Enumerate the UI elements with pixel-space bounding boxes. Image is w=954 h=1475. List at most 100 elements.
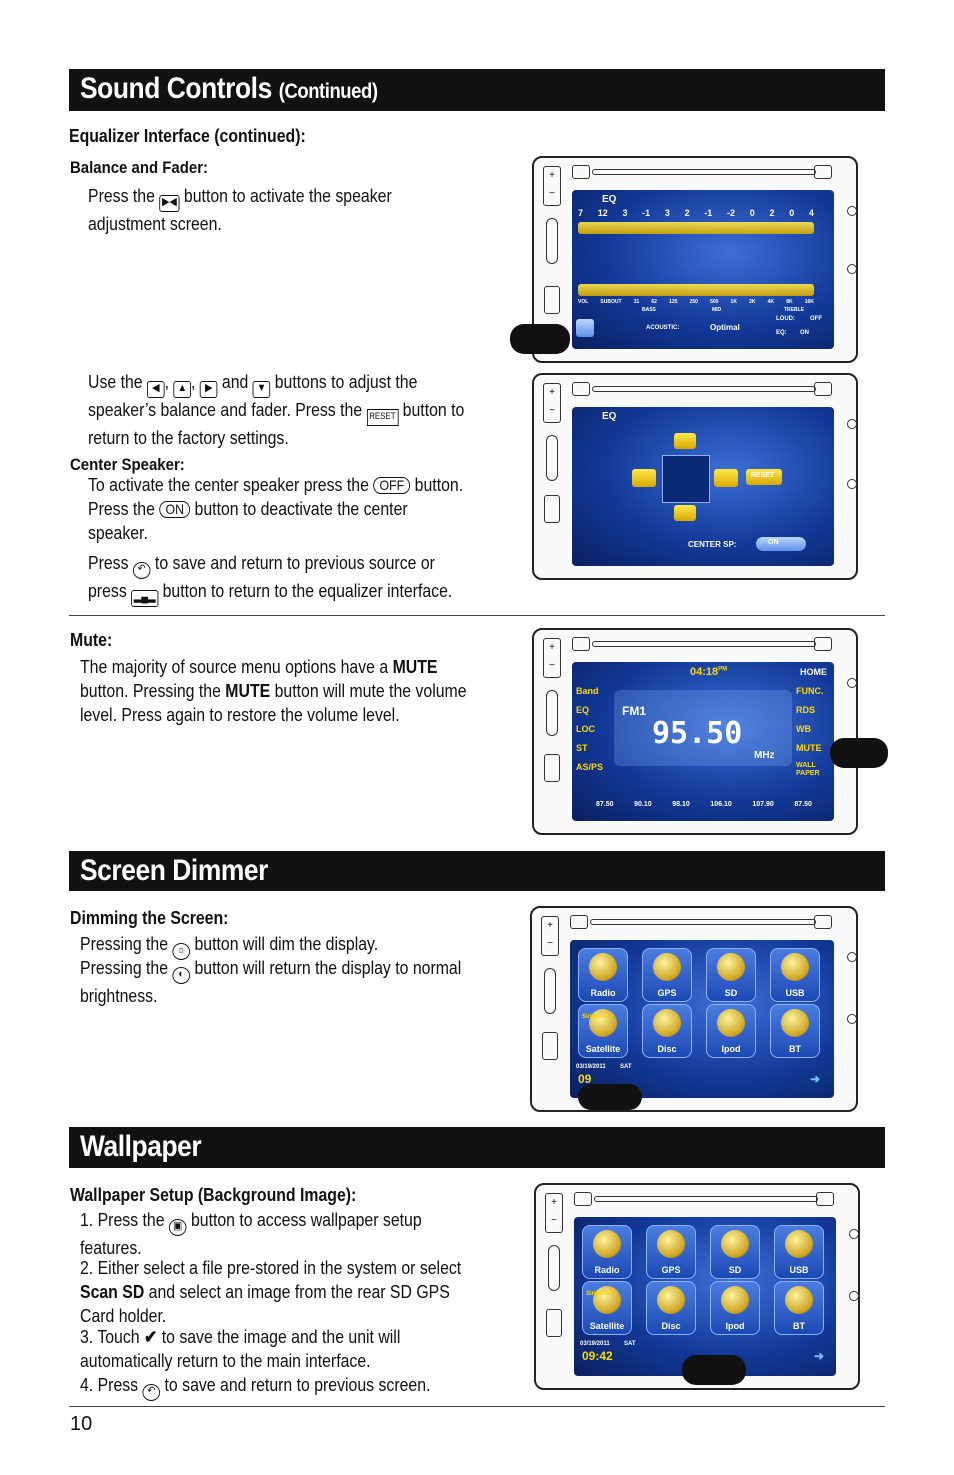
- fader-screen: EQ RESET CENTER SP: ON: [572, 407, 834, 566]
- balance-heading: Balance and Fader:: [70, 158, 209, 177]
- app-usb[interactable]: USB: [770, 948, 820, 1002]
- section-subtitle: (Continued): [278, 80, 378, 103]
- app-bt[interactable]: BT: [770, 1004, 820, 1058]
- footer-rule: [69, 1406, 885, 1407]
- bass-label: BASS: [642, 307, 656, 313]
- loud-value[interactable]: OFF: [810, 316, 822, 322]
- pointing-hand: [510, 324, 570, 354]
- screw-icon: [847, 419, 857, 429]
- app-satellite[interactable]: Satellite: [582, 1281, 632, 1335]
- center-sp-toggle[interactable]: ON: [756, 537, 806, 551]
- pointing-hand: [830, 738, 888, 768]
- acoustic-label: ACOUSTIC:: [646, 325, 680, 331]
- screw-icon: [847, 1014, 857, 1024]
- reset-icon: RESET: [366, 409, 399, 426]
- section-title: Screen Dimmer: [80, 854, 268, 887]
- power-icon: [570, 915, 588, 929]
- screw-icon: [847, 206, 857, 216]
- section-title: Wallpaper: [80, 1130, 202, 1163]
- arrow-right-icon[interactable]: ➜: [810, 1072, 821, 1086]
- treble-label: TREBLE: [784, 307, 804, 313]
- divider: [69, 615, 885, 616]
- power-icon: [572, 382, 590, 396]
- time: 09:42: [582, 1349, 613, 1363]
- eq-value[interactable]: ON: [800, 330, 809, 336]
- back-icon: ↶: [132, 562, 151, 579]
- wallpaper-step-4: 4. Press ↶ to save and return to previou…: [80, 1373, 467, 1401]
- eq-slider-plus[interactable]: [578, 222, 814, 234]
- device-radio: +− 04:18PM HOME Band EQ LOC ST AS/PS FUN…: [532, 628, 888, 835]
- power-icon: [572, 637, 590, 651]
- app-gps[interactable]: GPS: [642, 948, 692, 1002]
- screw-icon: [847, 678, 857, 688]
- app-disc[interactable]: Disc: [642, 1004, 692, 1058]
- section-bar-dimmer: Screen Dimmer: [69, 851, 885, 891]
- clock: 04:18PM: [690, 666, 728, 678]
- screw-icon: [849, 1229, 859, 1239]
- app-usb[interactable]: USB: [774, 1225, 824, 1279]
- usb-icon: [546, 1309, 562, 1337]
- equalizer-icon: ▂▄▂: [131, 590, 159, 607]
- reset-button[interactable]: RESET: [746, 469, 782, 485]
- disc-slot: [592, 641, 816, 647]
- eject-icon: [814, 382, 832, 396]
- app-ipod[interactable]: Ipod: [710, 1281, 760, 1335]
- volume-button: +−: [545, 1193, 563, 1233]
- screen-title: EQ: [602, 411, 617, 422]
- left-button[interactable]: [632, 469, 656, 487]
- page-number: 10: [70, 1413, 93, 1435]
- down-button[interactable]: [674, 505, 696, 521]
- center-speaker-text: To activate the center speaker press the…: [88, 475, 464, 543]
- app-bt[interactable]: BT: [774, 1281, 824, 1335]
- home-button[interactable]: HOME: [800, 667, 827, 677]
- wallpaper-step-2: 2. Either select a file pre-stored in th…: [80, 1258, 462, 1326]
- seat-layout: [662, 455, 710, 503]
- device-eq: +− EQ 7 12 3 -1 3 2 -1 -2 0 2 0 4 VOL SU…: [510, 156, 858, 363]
- eq-slider-minus[interactable]: [578, 284, 814, 296]
- app-radio[interactable]: Radio: [582, 1225, 632, 1279]
- app-sd[interactable]: SD: [706, 948, 756, 1002]
- sirius-logo: SiriusXM: [586, 1291, 612, 1297]
- day: SAT: [624, 1341, 636, 1347]
- app-satellite[interactable]: Satellite: [578, 1004, 628, 1058]
- eject-icon: [814, 165, 832, 179]
- home-screen: Radio GPS SD USB Satellite Disc Ipod BT …: [574, 1217, 836, 1376]
- volume-button: +−: [543, 383, 561, 423]
- time: 09: [578, 1072, 592, 1086]
- section-title: Sound Controls: [80, 72, 272, 105]
- app-disc[interactable]: Disc: [646, 1281, 696, 1335]
- right-arrow-icon: ▶: [199, 381, 218, 398]
- volume-button: +−: [541, 916, 559, 956]
- app-radio[interactable]: Radio: [578, 948, 628, 1002]
- right-button[interactable]: [714, 469, 738, 487]
- mute-text: The majority of source menu options have…: [80, 657, 467, 725]
- wallpaper-step-1: 1. Press the ▣ button to access wallpape…: [80, 1210, 422, 1258]
- speaker-icon: ▶◀: [159, 195, 180, 212]
- dimming-text-1: Pressing the ☼ button will dim the displ…: [80, 932, 467, 960]
- speaker-button[interactable]: [576, 319, 594, 337]
- eject-icon: [814, 637, 832, 651]
- arrow-right-icon[interactable]: ➜: [814, 1349, 825, 1363]
- center-sp-label: CENTER SP:: [688, 540, 737, 549]
- sd-slot: [546, 435, 558, 481]
- balance-text: Press the ▶◀ button to activate the spea…: [88, 186, 392, 234]
- frequency-display: FM1 95.50 MHz: [614, 690, 792, 766]
- left-button-column: Band EQ LOC ST AS/PS: [576, 686, 604, 772]
- preset-bar: 87.50 90.10 98.10 106.10 107.90 87.50: [596, 801, 812, 808]
- app-ipod[interactable]: Ipod: [706, 1004, 756, 1058]
- home-screen: Radio GPS SD USB Satellite Disc Ipod BT …: [570, 940, 834, 1098]
- app-gps[interactable]: GPS: [646, 1225, 696, 1279]
- eject-icon: [814, 915, 832, 929]
- mid-label: MID: [712, 307, 722, 313]
- eq-label: EQ:: [776, 330, 787, 336]
- eq-top-values: 7 12 3 -1 3 2 -1 -2 0 2 0 4: [578, 208, 814, 218]
- screw-icon: [847, 952, 857, 962]
- device-fader: +− EQ RESET CENTER SP: ON: [532, 373, 858, 580]
- eq-screen: EQ 7 12 3 -1 3 2 -1 -2 0 2 0 4 VOL SUBOU…: [572, 190, 834, 349]
- date: 03/19/2011: [580, 1341, 610, 1347]
- up-button[interactable]: [674, 433, 696, 449]
- app-sd[interactable]: SD: [710, 1225, 760, 1279]
- sd-slot: [546, 218, 558, 264]
- moon-icon: ◐: [172, 967, 191, 984]
- usb-icon: [544, 754, 560, 782]
